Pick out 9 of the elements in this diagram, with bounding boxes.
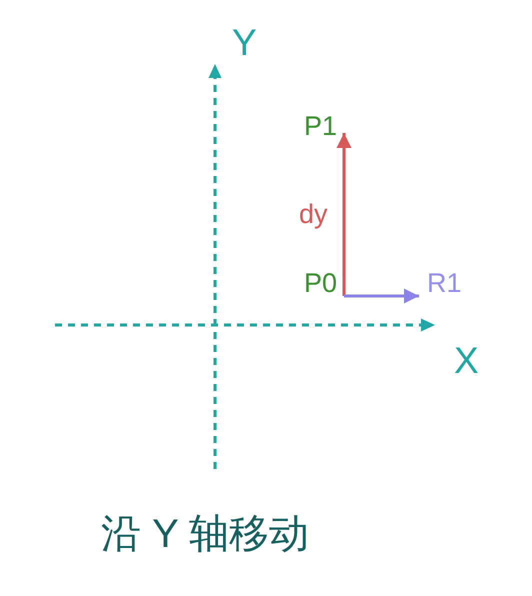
point-label: R1 [427,270,462,297]
axis-label: Y [232,24,257,61]
point-label: P1 [304,113,338,140]
axis-label: X [454,342,479,379]
point-label: P0 [304,270,338,297]
edge-label: dy [299,201,328,228]
vector-arrow [336,133,352,296]
vector-arrow [344,288,419,304]
caption: 沿 Y 轴移动 [101,514,310,554]
